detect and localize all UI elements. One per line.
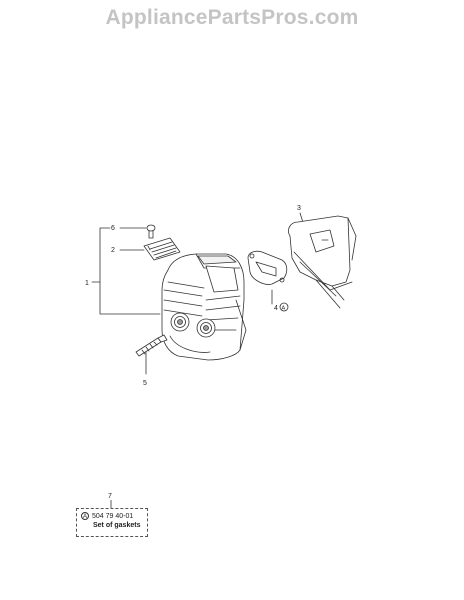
callout-6: 6 (111, 225, 115, 232)
callout-7: 7 (108, 493, 112, 500)
heat-shield-part-3 (288, 215, 357, 309)
kit-description: Set of gaskets (93, 522, 141, 529)
callout-2: 2 (111, 247, 115, 254)
callout-4: 4 (274, 305, 278, 312)
callout-4-badge-circle (279, 302, 289, 312)
callout-1: 1 (85, 280, 89, 287)
callout-4-badge: A (282, 306, 286, 312)
bolt-part-5 (135, 334, 168, 357)
site-watermark: AppliancePartsPros.com (105, 6, 359, 29)
callout-5: 5 (143, 380, 147, 387)
callout-1-bracket (91, 227, 161, 315)
cylinder-part-1 (161, 253, 247, 361)
plate-part-2 (143, 237, 181, 261)
kit-badge: A (81, 512, 89, 521)
callout-3: 3 (297, 205, 301, 212)
gasket-part-4 (247, 250, 288, 285)
screw-part-6 (146, 224, 156, 239)
kit-part-number: 504 79 40-01 (92, 513, 134, 520)
